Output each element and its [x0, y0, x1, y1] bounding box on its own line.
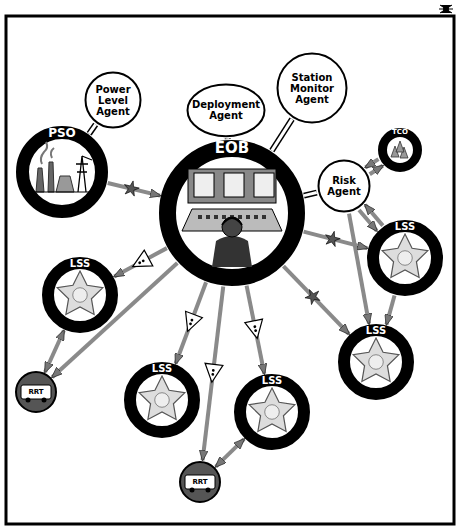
agent-label: Power Level Agent	[89, 84, 137, 117]
rrt-node: RRT	[15, 371, 57, 413]
flow-arrow	[283, 266, 348, 334]
agent-circle: Risk Agent	[317, 159, 371, 213]
agent-circle: Power Level Agent	[84, 71, 142, 129]
node-label: TCO	[378, 129, 422, 137]
agent-circle: Station Monitor Agent	[276, 52, 348, 124]
node-label: EOB	[159, 140, 305, 157]
flow-arrow	[45, 331, 64, 372]
flow-arrow	[216, 439, 244, 466]
lss-node: LSS	[42, 257, 118, 333]
burst-symbol	[323, 229, 341, 247]
flow-arrow	[349, 214, 369, 324]
flow-arrow	[365, 205, 383, 226]
flow-arrow	[370, 166, 383, 174]
agent-link	[304, 193, 317, 196]
tco-node: TCO	[378, 128, 422, 172]
triangle-symbol	[203, 363, 223, 383]
node-label: LSS	[124, 363, 200, 374]
connector-casing	[272, 119, 292, 151]
agent-label: Risk Agent	[322, 175, 366, 197]
rrt-node: RRT	[179, 461, 221, 503]
node-outline	[159, 140, 305, 286]
flow-arrow	[114, 248, 167, 276]
triangle-symbol	[179, 311, 202, 334]
lss-node: LSS	[234, 374, 310, 450]
node-label: LSS	[338, 325, 414, 336]
node-label: PSO	[16, 127, 108, 140]
node-label: RRT	[28, 389, 43, 397]
connector-casing	[89, 124, 95, 133]
flow-arrow	[386, 296, 394, 325]
triangle-symbol	[245, 319, 266, 340]
agent-link	[272, 119, 292, 151]
agent-label: Deployment Agent	[191, 99, 261, 121]
flow-arrow	[176, 282, 206, 363]
lss-node: LSS	[338, 324, 414, 400]
spider-icon	[439, 5, 453, 13]
burst-symbol	[122, 179, 140, 197]
burst-symbol	[303, 286, 324, 307]
node-label: LSS	[234, 375, 310, 386]
lss-node: LSS	[124, 362, 200, 438]
flow-arrow	[203, 286, 224, 460]
lss-node: LSS	[367, 220, 443, 296]
flow-arrow	[247, 286, 265, 374]
frame-border	[6, 16, 454, 524]
flow-arrow	[365, 159, 378, 167]
connector-casing	[304, 193, 317, 196]
agent-link	[89, 124, 95, 133]
node-label: LSS	[367, 221, 443, 232]
triangle-symbol	[128, 250, 152, 274]
node-label: LSS	[42, 258, 118, 269]
pso-node: PSO	[16, 126, 108, 218]
eob-node: EOB	[159, 140, 305, 286]
node-label: RRT	[192, 479, 207, 487]
agent-circle: Deployment Agent	[186, 83, 266, 138]
agent-label: Station Monitor Agent	[281, 72, 343, 105]
